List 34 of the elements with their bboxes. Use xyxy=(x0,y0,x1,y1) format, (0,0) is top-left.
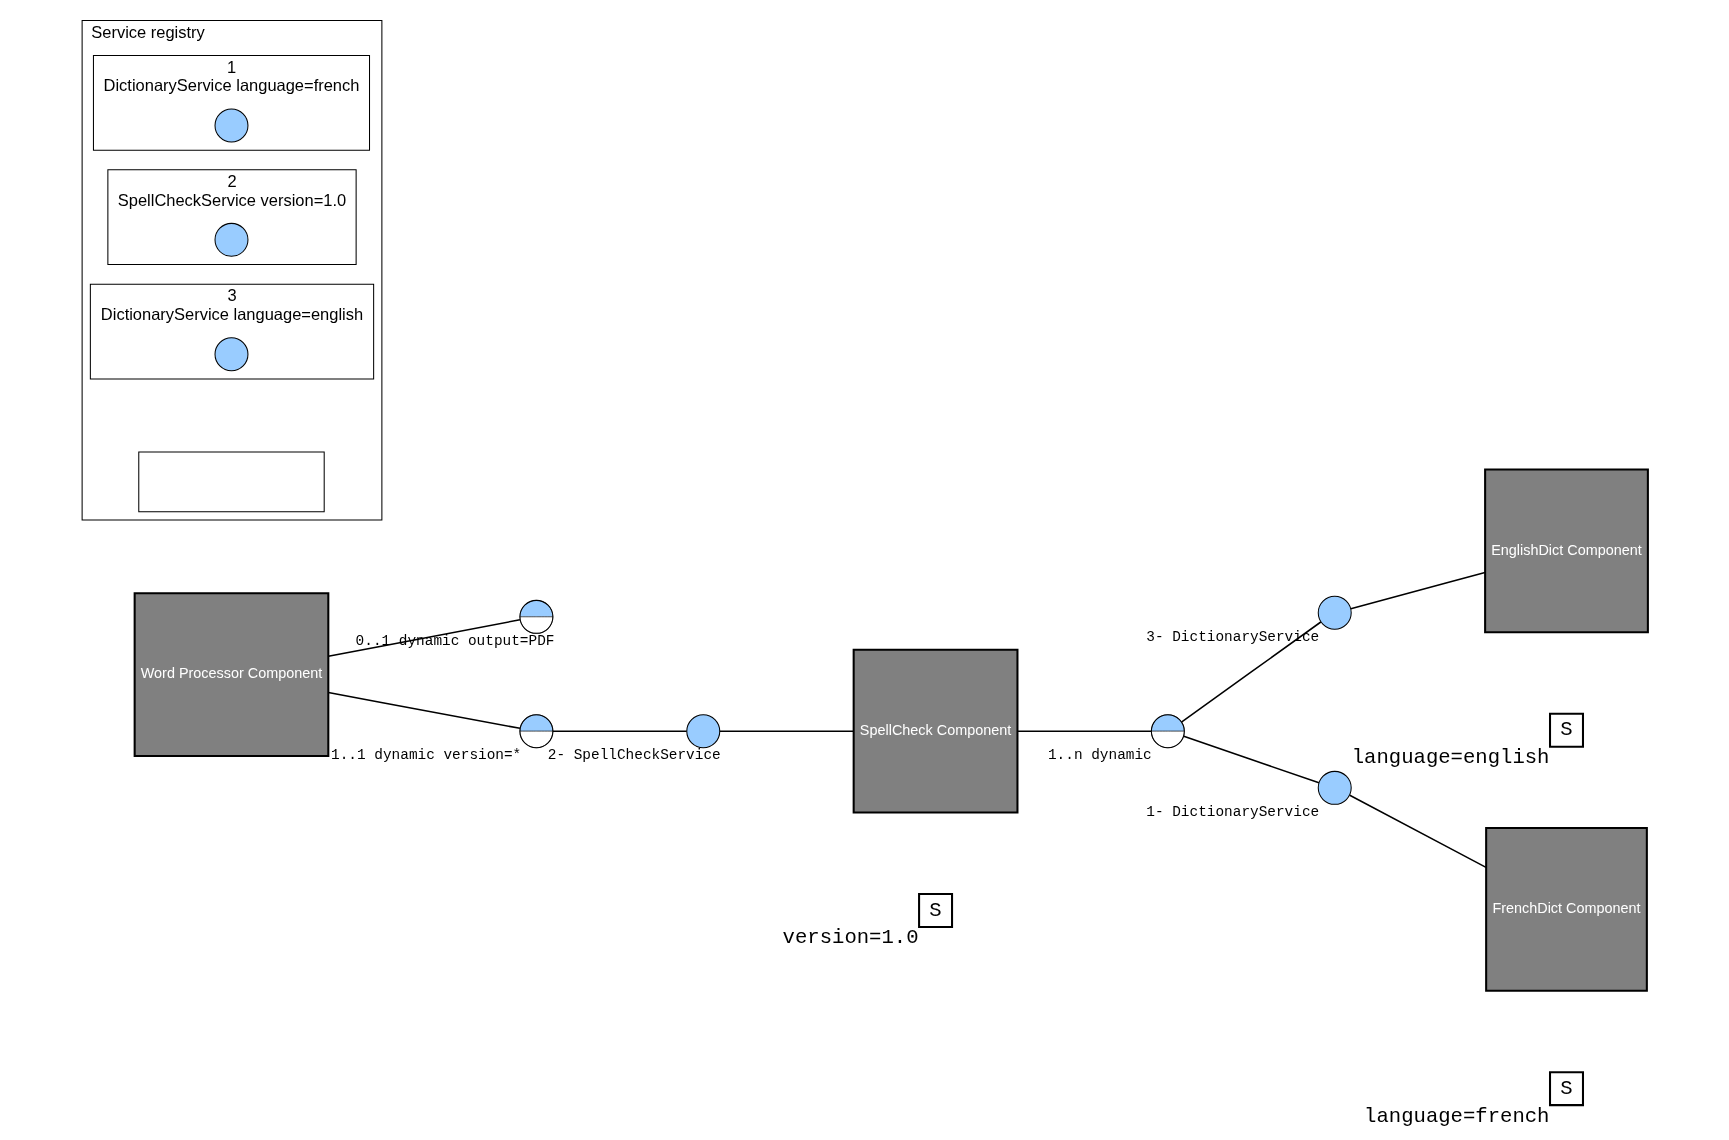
node-box: S xyxy=(1548,1071,1584,1107)
connector xyxy=(1180,621,1322,723)
node-label: language=english xyxy=(1351,746,1549,770)
node-circle xyxy=(214,108,248,143)
node-label: 1..n dynamic xyxy=(1047,747,1152,764)
connector xyxy=(1349,571,1486,610)
connector xyxy=(1016,730,1152,732)
node-label: version=1.0 xyxy=(782,926,919,950)
connector xyxy=(327,691,521,730)
cluster: 3 DictionaryService language=english xyxy=(89,283,374,380)
node-label: 0..1 dynamic output=PDF xyxy=(355,632,554,649)
node-circle xyxy=(1317,770,1352,805)
node-box xyxy=(137,451,325,513)
node-label: language=french xyxy=(1363,1104,1549,1128)
connector xyxy=(327,619,521,658)
node-box: Word Processor Component xyxy=(133,592,329,757)
node-box: FrenchDict Component xyxy=(1484,827,1648,992)
node-label: 1- DictionaryService xyxy=(1145,803,1319,820)
node-circle xyxy=(1317,595,1352,630)
cluster: 2 SpellCheckService version=1.0 xyxy=(106,169,357,266)
node-box: SpellCheck Component xyxy=(852,648,1018,814)
node-circle xyxy=(214,337,248,372)
node-circle xyxy=(685,714,720,749)
node-circle xyxy=(214,222,248,257)
node-label: 1..1 dynamic version=* xyxy=(330,747,521,764)
connector xyxy=(718,730,854,732)
node-box: EnglishDict Component xyxy=(1483,468,1649,634)
node-box: S xyxy=(917,892,953,928)
node-label: 2- SpellCheckService xyxy=(547,747,721,764)
cluster: 1 DictionaryService language=french xyxy=(92,54,370,151)
node-box: S xyxy=(1548,712,1584,748)
connector xyxy=(1182,735,1320,784)
connector xyxy=(1348,794,1487,869)
connector xyxy=(551,730,687,732)
